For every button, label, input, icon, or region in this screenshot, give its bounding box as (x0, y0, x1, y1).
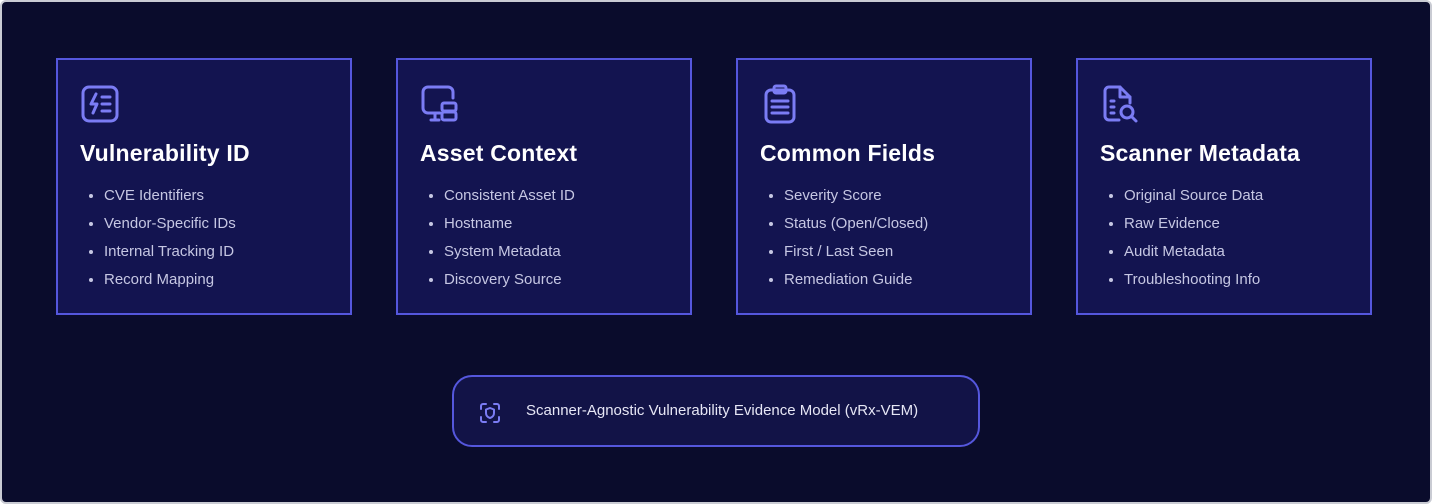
list-item: Discovery Source (428, 266, 575, 294)
list-item: CVE Identifiers (88, 182, 236, 210)
card-title: Asset Context (420, 140, 578, 166)
list-item: Vendor-Specific IDs (88, 210, 236, 238)
list-item: Raw Evidence (1108, 210, 1263, 238)
scan-shield-icon (478, 401, 502, 425)
clipboard-list-icon (760, 84, 800, 124)
monitor-server-icon (420, 84, 460, 124)
card-list: Consistent Asset ID Hostname System Meta… (428, 182, 575, 294)
card-title: Scanner Metadata (1100, 140, 1301, 166)
card-scanner-metadata: Scanner Metadata Original Source Data Ra… (1076, 58, 1372, 315)
list-item: Consistent Asset ID (428, 182, 575, 210)
card-list: CVE Identifiers Vendor-Specific IDs Inte… (88, 182, 236, 294)
card-list: Original Source Data Raw Evidence Audit … (1108, 182, 1263, 294)
card-common-fields: Common Fields Severity Score Status (Ope… (736, 58, 1032, 315)
list-item: Record Mapping (88, 266, 236, 294)
card-title: Common Fields (760, 140, 936, 166)
list-item: Status (Open/Closed) (768, 210, 928, 238)
document-search-icon (1100, 84, 1140, 124)
list-item: Severity Score (768, 182, 928, 210)
list-item: Audit Metadata (1108, 238, 1263, 266)
list-item: Internal Tracking ID (88, 238, 236, 266)
card-list: Severity Score Status (Open/Closed) Firs… (768, 182, 928, 294)
list-item: First / Last Seen (768, 238, 928, 266)
list-item: System Metadata (428, 238, 575, 266)
list-item: Troubleshooting Info (1108, 266, 1263, 294)
list-item: Hostname (428, 210, 575, 238)
card-vulnerability-id: Vulnerability ID CVE Identifiers Vendor-… (56, 58, 352, 315)
card-title: Vulnerability ID (80, 140, 250, 166)
id-card-bolt-icon (80, 84, 120, 124)
list-item: Original Source Data (1108, 182, 1263, 210)
card-asset-context: Asset Context Consistent Asset ID Hostna… (396, 58, 692, 315)
model-label: Scanner-Agnostic Vulnerability Evidence … (452, 375, 980, 447)
model-label-text: Scanner-Agnostic Vulnerability Evidence … (526, 402, 919, 419)
list-item: Remediation Guide (768, 266, 928, 294)
